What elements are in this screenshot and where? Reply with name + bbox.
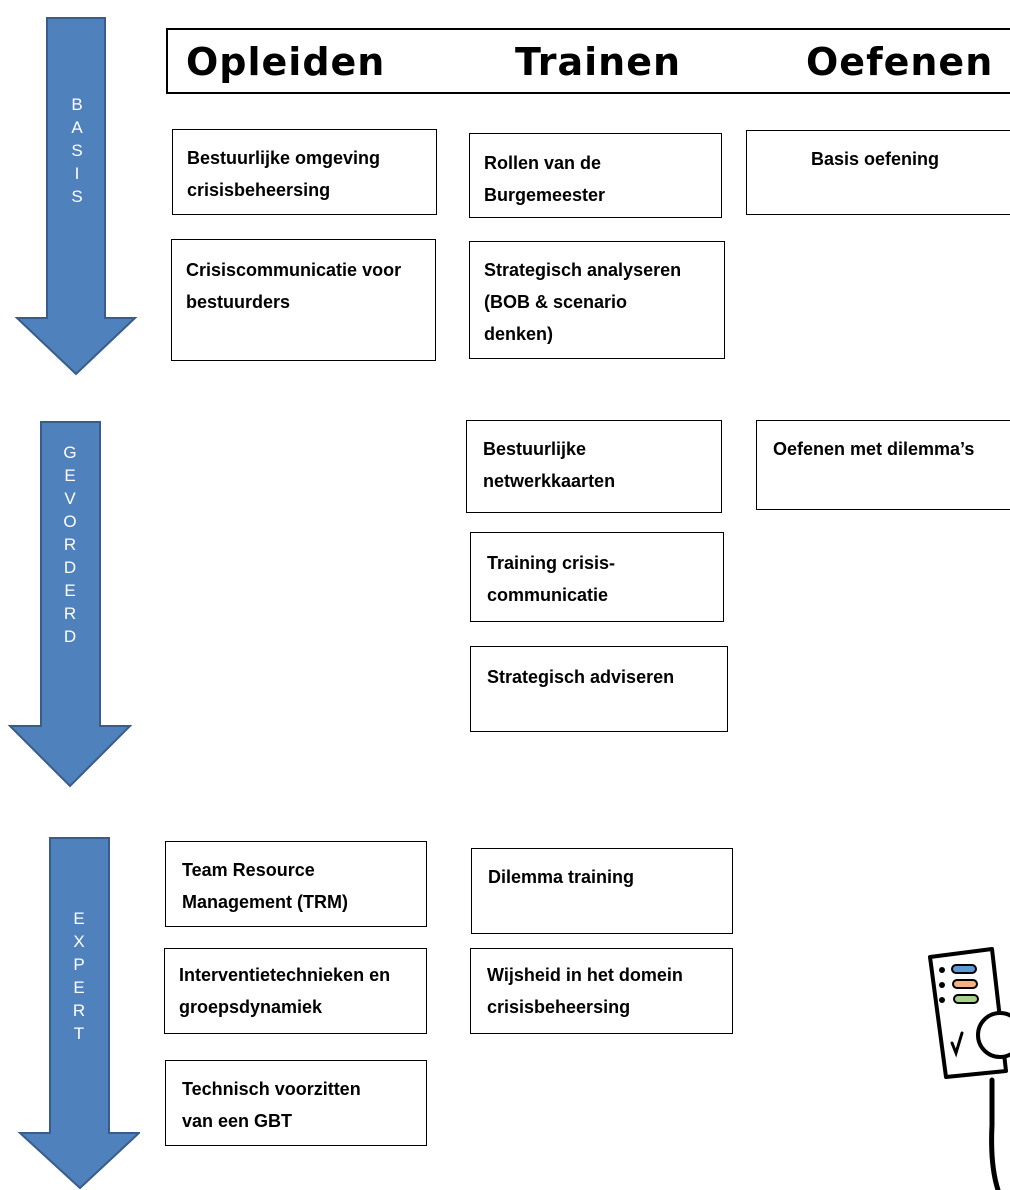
basis-arrow xyxy=(14,17,138,376)
column-header-trainen: Trainen xyxy=(515,40,682,84)
level-arrows xyxy=(7,17,140,1190)
box-bestuurlijke-omgeving: Bestuurlijke omgeving crisisbeheersing xyxy=(172,129,437,215)
box-oefenen-met-dilemmas: Oefenen met dilemma’s xyxy=(756,420,1010,510)
box-training-crisis-communicatie: Training crisis-communicatie xyxy=(470,532,724,622)
box-technisch-voorzitten: Technisch voorzitten van een GBT xyxy=(165,1060,427,1146)
box-strategisch-analyseren: Strategisch analyseren (BOB & scenario d… xyxy=(469,241,725,359)
box-bestuurlijke-netwerkkaarten: Bestuurlijke netwerkkaarten xyxy=(466,420,722,513)
box-strategisch-adviseren: Strategisch adviseren xyxy=(470,646,728,732)
box-dilemma-training: Dilemma training xyxy=(471,848,733,934)
box-rollen-burgemeester: Rollen van de Burgemeester xyxy=(469,133,722,218)
box-team-resource-management: Team Resource Management (TRM) xyxy=(165,841,427,927)
box-crisiscommunicatie-bestuurders: Crisiscommunicatie voor bestuurders xyxy=(171,239,436,361)
gevorderd-arrow xyxy=(7,421,133,788)
level-label-expert: E X P E R T xyxy=(72,909,86,1043)
level-label-gevorderd: G E V O R D E R D xyxy=(63,443,77,646)
box-wijsheid-domein: Wijsheid in het domein crisisbeheersing xyxy=(470,948,733,1034)
box-basis-oefening: Basis oefening xyxy=(746,130,1010,215)
column-header-bar: Opleiden Trainen Oefenen xyxy=(166,28,1010,94)
column-header-opleiden: Opleiden xyxy=(186,40,386,84)
level-label-basis: B A S I S xyxy=(71,95,83,206)
box-interventietechnieken: Interventietechnieken en groepsdynamiek xyxy=(164,948,427,1034)
expert-arrow xyxy=(17,837,140,1190)
column-header-oefenen: Oefenen xyxy=(806,40,994,84)
person-holding-checklist-icon xyxy=(928,947,1010,1190)
